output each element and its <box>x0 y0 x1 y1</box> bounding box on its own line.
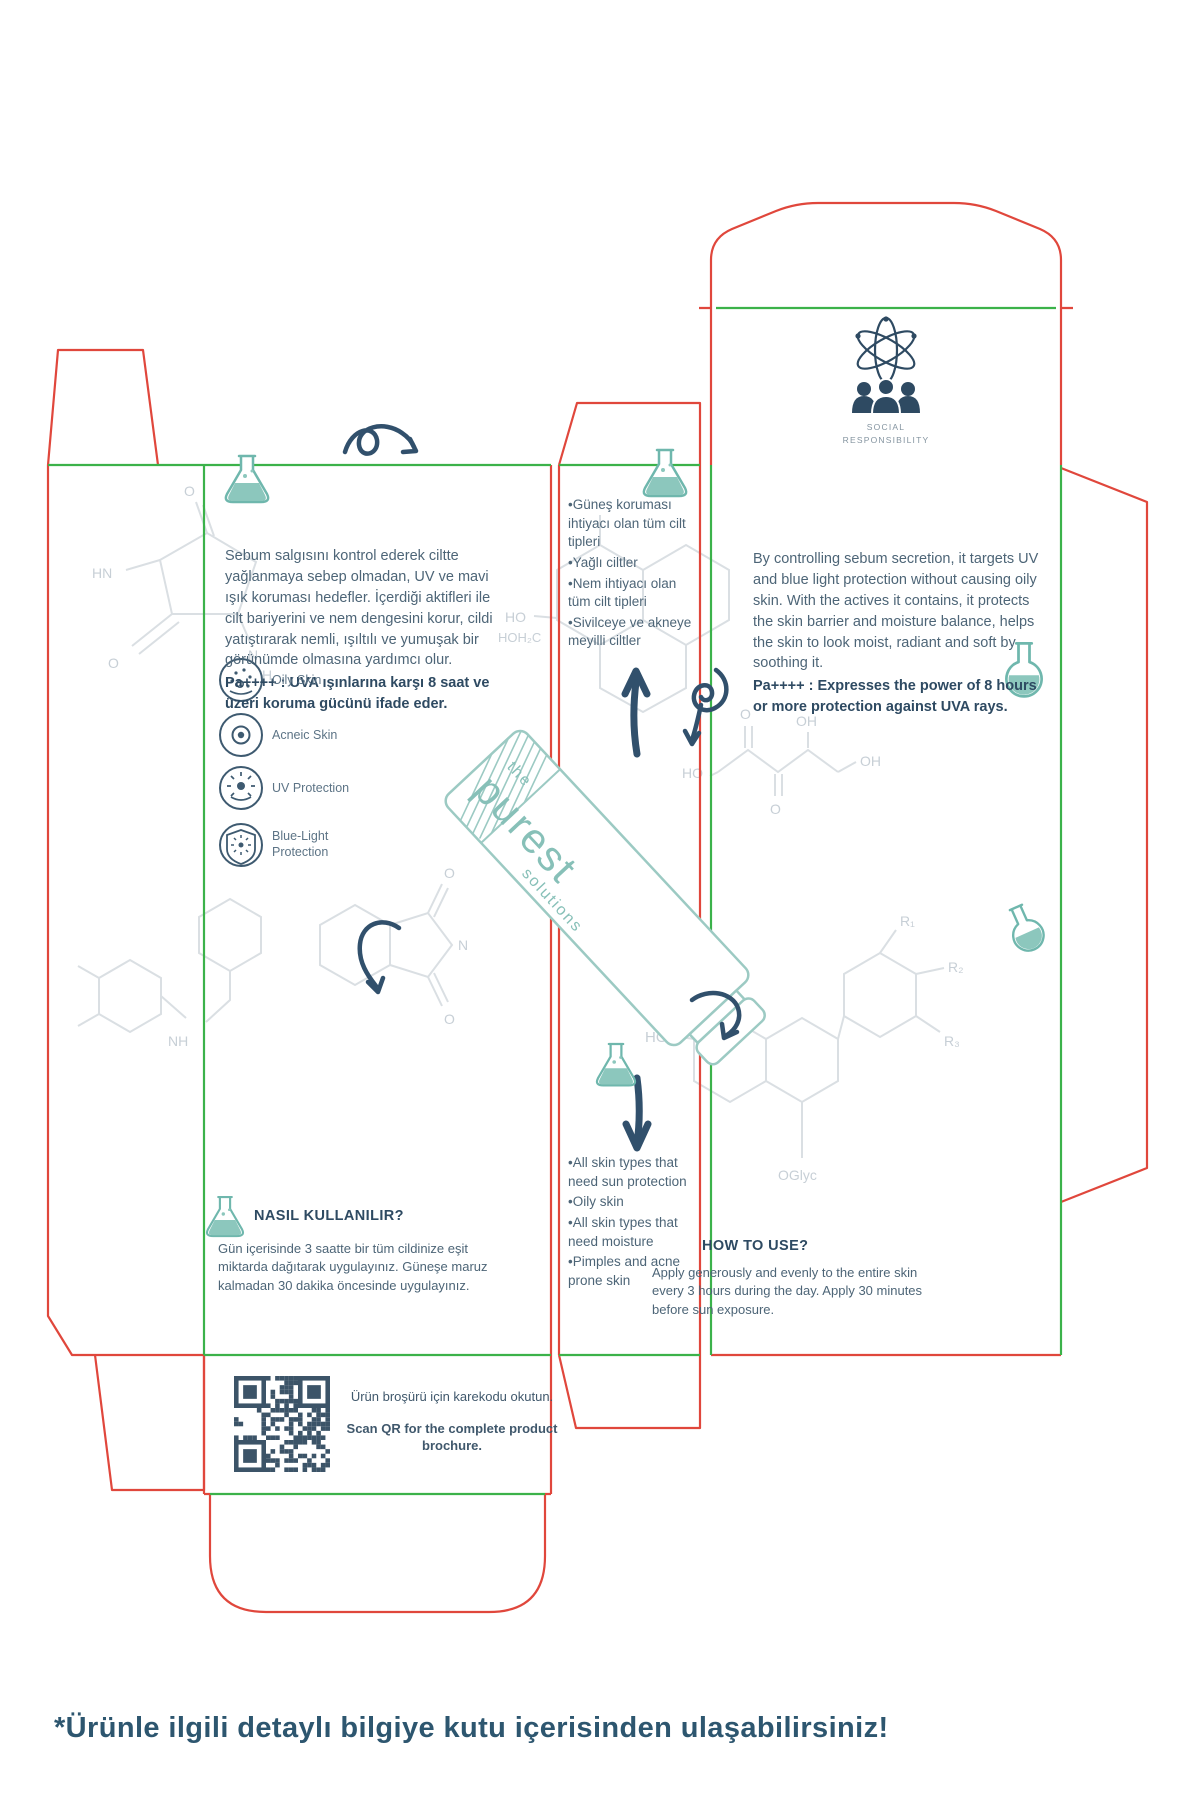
bullet-item: •All skin types that need moisture <box>568 1214 678 1249</box>
blue-light-protection-icon <box>219 823 263 867</box>
footer-note: *Ürünle ilgili detaylı bilgiye kutu içer… <box>54 1712 889 1744</box>
front-description: Sebum salgısını kontrol ederek ciltte ya… <box>225 546 503 715</box>
side-panel-bullets-tr: •Güneş koruması ihtiyacı olan tüm cilt t… <box>568 496 700 653</box>
chem-label: OH <box>860 753 881 769</box>
chem-label: NH <box>168 1033 188 1049</box>
qr-caption-tr: Ürün broşürü için karekodu okutun. <box>350 1389 554 1404</box>
skin-type-label: UV Protection <box>272 781 350 795</box>
bullet-item: •Pimples and acne prone skin <box>568 1254 681 1288</box>
chem-label: O <box>770 801 781 817</box>
social-label-line1: SOCIAL <box>866 422 906 432</box>
chem-label: O <box>444 865 455 881</box>
qr-caption-en: Scan QR for the complete product brochur… <box>346 1420 558 1454</box>
bullet-item: •Yağlı ciltler <box>568 554 638 570</box>
product-tube-illustration: the purest solutions <box>444 726 766 1066</box>
how-to-use-text-tr: Gün içerisinde 3 saatte bir tüm cildiniz… <box>218 1241 488 1293</box>
flask-icon <box>642 448 688 498</box>
doodle-arrows <box>342 424 742 1152</box>
side-panel-bullets-en: •All skin types that need sun protection… <box>568 1154 700 1292</box>
chemical-structures: O HN O N H HO HOH₂C NH O O N O OH O <box>77 483 964 1183</box>
chem-label: R₃ <box>944 1033 960 1049</box>
uv-protection-icon <box>219 766 263 810</box>
back-description-bold: Pa++++ : Expresses the power of 8 hours … <box>753 678 1037 716</box>
chem-label: R₁ <box>900 913 915 929</box>
social-responsibility-icon <box>852 316 920 415</box>
flask-icon <box>205 1195 245 1238</box>
skin-type-icons <box>219 658 263 867</box>
chem-label: HO <box>682 765 703 781</box>
qr-code <box>234 1376 330 1472</box>
how-to-use-text-en: Apply generously and evenly to the entir… <box>652 1265 923 1317</box>
acneic-skin-icon <box>219 713 263 757</box>
pigtail-arrow-front <box>342 424 417 456</box>
skin-type-label: Oily Skin <box>272 673 322 687</box>
back-description-text: By controlling sebum secretion, it targe… <box>753 551 1039 672</box>
flask-icon <box>1000 900 1050 957</box>
chem-label: OGlyc <box>778 1167 817 1183</box>
hook-arrow-front <box>357 920 402 989</box>
dieline-fold-lines <box>48 306 1063 1496</box>
social-label-line2: RESPONSIBILITY <box>842 434 930 445</box>
hook-arrow-back <box>689 990 742 1038</box>
social-responsibility-label: SOCIAL RESPONSIBILITY <box>806 421 966 447</box>
bullet-item: •Güneş koruması ihtiyacı olan tüm cilt t… <box>568 497 686 550</box>
chem-label: O <box>184 483 195 499</box>
flask-icon <box>224 454 270 504</box>
bullet-item: •Sivilceye ve akneye meyilli ciltler <box>568 614 692 649</box>
chem-label: HO <box>505 609 526 625</box>
up-arrow <box>630 678 641 758</box>
down-arrow <box>633 1074 643 1148</box>
bullet-item: •Nem ihtiyacı olan tüm cilt tipleri <box>568 575 677 610</box>
qr-captions: Ürün broşürü için karekodu okutun. Scan … <box>346 1388 558 1455</box>
chem-label: OH <box>796 713 817 729</box>
chem-label: N <box>248 647 258 663</box>
chem-label: O <box>444 1011 455 1027</box>
chem-label: O <box>740 706 751 722</box>
front-description-bold: Pa++++ : UVA ışınlarına karşı 8 saat ve … <box>225 675 490 713</box>
how-to-use-title-tr: NASIL KULLANILIR? <box>254 1208 404 1224</box>
bullet-item: •All skin types that need sun protection <box>568 1155 687 1189</box>
bullet-item: •Oily skin <box>568 1194 624 1210</box>
chem-label: N <box>458 937 468 953</box>
spiral-arrow-mid <box>689 667 729 743</box>
chem-label: HN <box>92 565 112 581</box>
flask-icon <box>595 1042 637 1087</box>
skin-type-label: Acneic Skin <box>272 728 338 742</box>
skin-type-label: Blue-Light Protection <box>272 829 329 859</box>
chem-label: R₂ <box>948 959 964 975</box>
front-description-text: Sebum salgısını kontrol ederek ciltte ya… <box>225 548 493 669</box>
chem-label: H <box>262 667 272 683</box>
oily-skin-icon <box>219 658 263 702</box>
back-description: By controlling sebum secretion, it targe… <box>753 549 1045 718</box>
how-to-use-title-en: HOW TO USE? <box>702 1238 809 1254</box>
chem-label: HOH₂C <box>498 630 541 645</box>
chem-label: O <box>108 655 119 671</box>
